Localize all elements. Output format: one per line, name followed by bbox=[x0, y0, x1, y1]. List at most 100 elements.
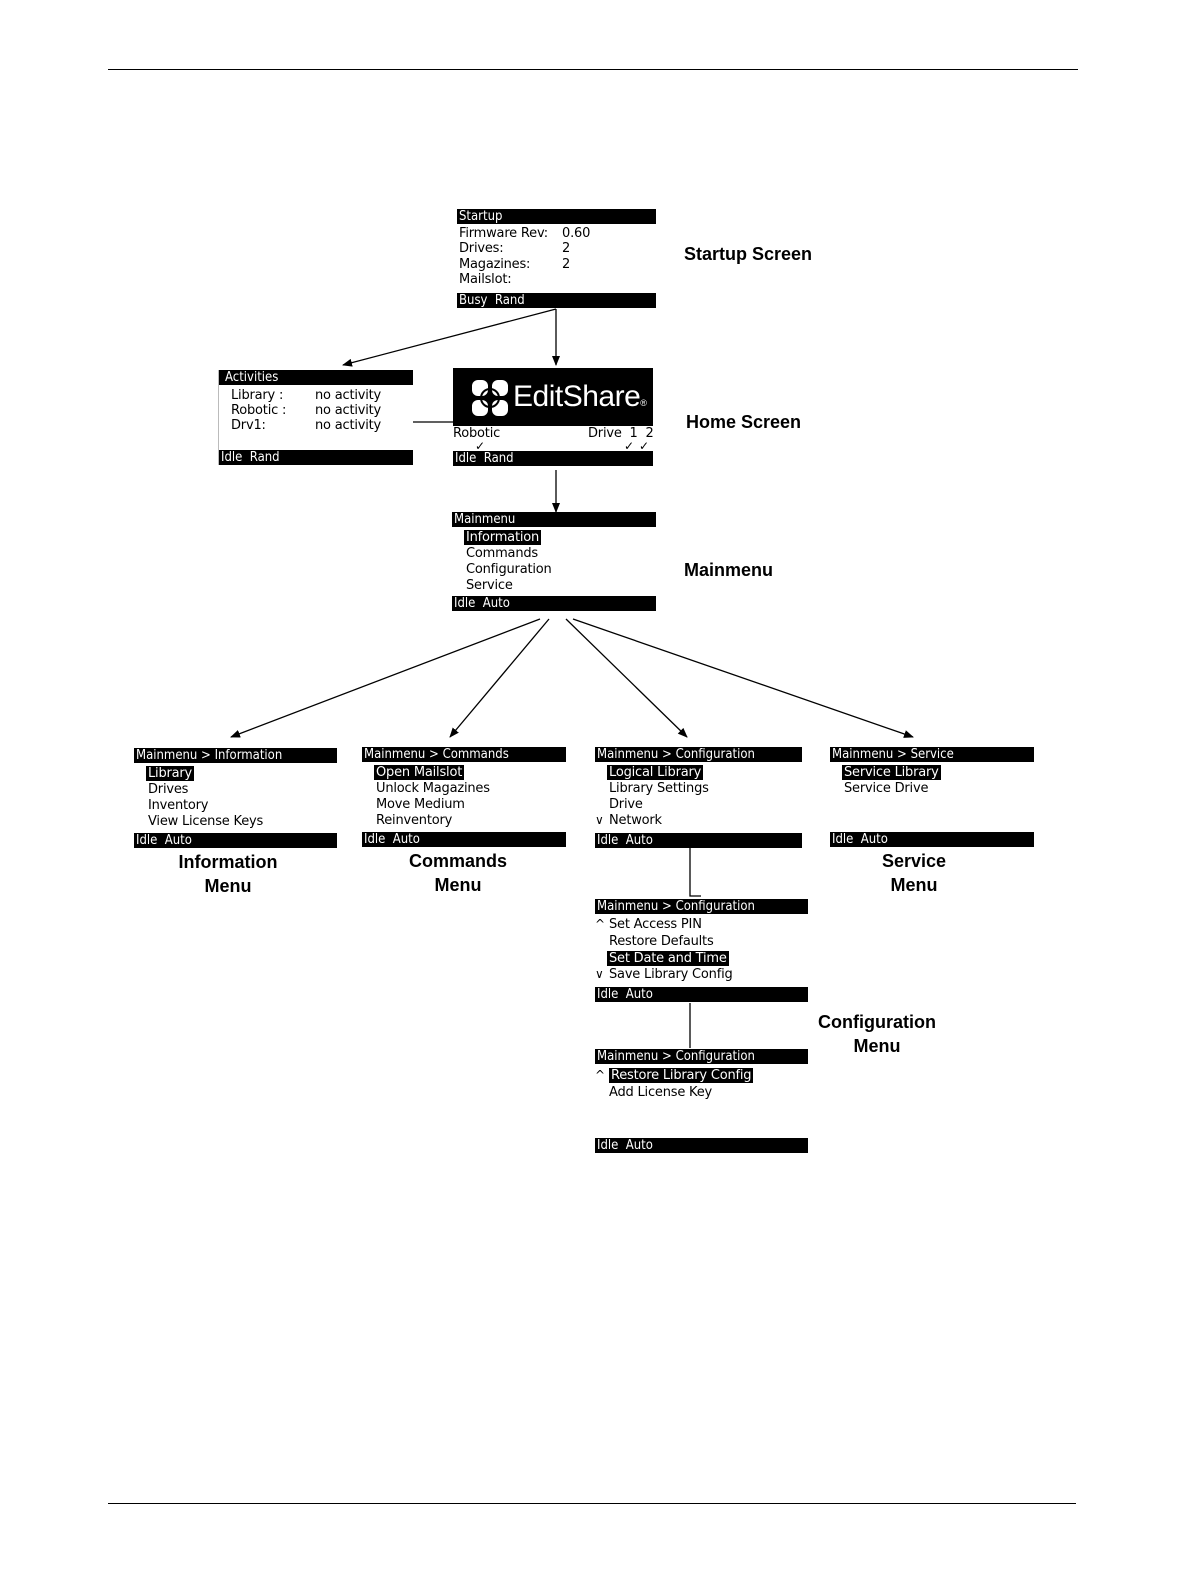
service-caption: Service Menu bbox=[881, 851, 947, 895]
scroll-down-icon: ∨ bbox=[595, 813, 604, 827]
arrow-mainmenu-to-configuration bbox=[565, 618, 688, 738]
firmware-value: 0.60 bbox=[562, 226, 591, 241]
arrow-mainmenu-to-information bbox=[230, 618, 541, 738]
startup-caption: Startup Screen bbox=[684, 244, 813, 264]
information-item-inventory[interactable]: Inventory bbox=[148, 798, 209, 813]
editshare-logo-mark-icon bbox=[472, 380, 508, 416]
activities-screen: Activities Library : no activity Robotic … bbox=[218, 370, 413, 465]
activities-status-bar: Idle Rand bbox=[219, 450, 413, 465]
drive2-check-icon: ✓ bbox=[639, 439, 649, 453]
activities-row-robotic: Robotic : no activity bbox=[231, 403, 381, 418]
configuration-header-3: Mainmenu > Configuration bbox=[595, 1049, 808, 1064]
line-config-screen1-to-screen2 bbox=[689, 848, 701, 897]
information-menu-screen: Mainmenu > Information Library Drives In… bbox=[134, 748, 337, 848]
configuration-item-add-license-key[interactable]: Add License Key bbox=[609, 1085, 713, 1100]
home-robotic-label: Robotic bbox=[453, 426, 501, 441]
commands-item-reinventory[interactable]: Reinventory bbox=[376, 813, 453, 828]
bottom-page-rule bbox=[108, 1503, 1076, 1504]
home-drive-label: Drive 1 2 bbox=[588, 426, 654, 441]
arrow-startup-to-activities bbox=[342, 308, 557, 367]
scroll-up-icon: ^ bbox=[595, 917, 605, 931]
configuration-header-2: Mainmenu > Configuration bbox=[595, 899, 808, 914]
configuration-item-save-library-config[interactable]: ∨Save Library Config bbox=[595, 967, 733, 982]
configuration-item-drive[interactable]: Drive bbox=[609, 797, 643, 812]
home-status-bar: Idle Rand bbox=[453, 451, 653, 466]
mainmenu-status-bar: Idle Auto bbox=[452, 596, 656, 611]
configuration-item-restore-defaults[interactable]: Restore Defaults bbox=[609, 934, 714, 949]
configuration-status-bar-2: Idle Auto bbox=[595, 987, 808, 1002]
robotic-check-icon: ✓ bbox=[475, 439, 485, 453]
mainmenu-caption: Mainmenu bbox=[684, 560, 774, 580]
activities-row-library: Library : no activity bbox=[231, 388, 381, 403]
activities-header: Activities bbox=[219, 370, 413, 385]
service-menu-screen: Mainmenu > Service Service Library Servi… bbox=[830, 747, 1034, 847]
drives-label: Drives: bbox=[459, 241, 504, 256]
mainmenu-item-commands[interactable]: Commands bbox=[466, 546, 538, 561]
arrow-mainmenu-to-service bbox=[572, 618, 914, 738]
activity-robotic-label: Robotic : bbox=[231, 403, 287, 418]
mainmenu-screen: Mainmenu Information Commands Configurat… bbox=[452, 512, 656, 611]
firmware-label: Firmware Rev: bbox=[459, 226, 548, 241]
commands-caption: Commands Menu bbox=[408, 851, 507, 895]
service-item-service-drive[interactable]: Service Drive bbox=[844, 781, 929, 796]
home-caption: Home Screen bbox=[686, 412, 802, 432]
startup-row-drives: Drives: 2 bbox=[459, 241, 570, 256]
commands-item-move-medium[interactable]: Move Medium bbox=[376, 797, 465, 812]
configuration-status-bar-1: Idle Auto bbox=[595, 833, 802, 848]
commands-item-open-mailslot[interactable]: Open Mailslot bbox=[374, 765, 465, 780]
activity-robotic-value: no activity bbox=[315, 403, 382, 418]
activity-library-value: no activity bbox=[315, 388, 382, 403]
mainmenu-item-configuration[interactable]: Configuration bbox=[466, 562, 552, 577]
information-item-drives[interactable]: Drives bbox=[148, 782, 189, 797]
service-header: Mainmenu > Service bbox=[830, 747, 1034, 762]
magazines-label: Magazines: bbox=[459, 257, 531, 272]
scroll-down-icon: ∨ bbox=[595, 967, 604, 981]
configuration-item-set-date-and-time[interactable]: Set Date and Time bbox=[607, 951, 729, 966]
activity-drv1-value: no activity bbox=[315, 418, 382, 433]
mainmenu-item-information[interactable]: Information bbox=[464, 530, 542, 545]
startup-screen: Startup Firmware Rev: 0.60 Drives: 2 Magaz… bbox=[457, 209, 656, 308]
home-screen: EditShare® Robotic Drive 1 2 ✓ ✓ ✓ Idle … bbox=[453, 368, 654, 466]
configuration-item-logical-library[interactable]: Logical Library bbox=[607, 765, 704, 780]
mailslot-label: Mailslot: bbox=[459, 272, 512, 287]
drives-value: 2 bbox=[562, 241, 571, 256]
commands-status-bar: Idle Auto bbox=[362, 832, 566, 847]
configuration-status-bar-3: Idle Auto bbox=[595, 1138, 808, 1153]
information-item-library[interactable]: Library bbox=[146, 766, 195, 781]
information-caption: Information Menu bbox=[178, 852, 278, 896]
configuration-item-library-settings[interactable]: Library Settings bbox=[609, 781, 709, 796]
configuration-header-1: Mainmenu > Configuration bbox=[595, 747, 802, 762]
configuration-item-network[interactable]: ∨Network bbox=[595, 813, 662, 828]
startup-status-bar: Busy Rand bbox=[457, 293, 656, 308]
commands-item-unlock-magazines[interactable]: Unlock Magazines bbox=[376, 781, 490, 796]
scroll-up-icon: ^ bbox=[595, 1068, 605, 1082]
arrow-mainmenu-to-commands bbox=[449, 618, 550, 738]
mainmenu-item-service[interactable]: Service bbox=[466, 578, 513, 593]
startup-row-magazines: Magazines: 2 bbox=[459, 257, 570, 272]
magazines-value: 2 bbox=[562, 257, 571, 272]
information-item-view-license-keys[interactable]: View License Keys bbox=[148, 814, 264, 829]
commands-header: Mainmenu > Commands bbox=[362, 747, 566, 762]
configuration-menu-screen-3: Mainmenu > Configuration ^Restore Librar… bbox=[595, 1049, 808, 1153]
activities-row-drv1: Drv1: no activity bbox=[231, 418, 381, 433]
startup-row-firmware: Firmware Rev: 0.60 bbox=[459, 226, 590, 241]
configuration-caption: Configuration Menu bbox=[818, 1012, 936, 1056]
service-item-service-library[interactable]: Service Library bbox=[842, 765, 941, 780]
configuration-menu-screen-1: Mainmenu > Configuration Logical Library… bbox=[595, 747, 802, 848]
mainmenu-header: Mainmenu bbox=[452, 512, 656, 527]
activity-library-label: Library : bbox=[231, 388, 284, 403]
service-status-bar: Idle Auto bbox=[830, 832, 1034, 847]
information-header: Mainmenu > Information bbox=[134, 748, 337, 763]
startup-header: Startup bbox=[457, 209, 656, 224]
activity-drv1-label: Drv1: bbox=[231, 418, 266, 433]
commands-menu-screen: Mainmenu > Commands Open Mailslot Unlock… bbox=[362, 747, 566, 847]
editshare-logo: EditShare® bbox=[453, 368, 653, 426]
configuration-item-set-access-pin[interactable]: ^Set Access PIN bbox=[595, 917, 702, 932]
drive1-check-icon: ✓ bbox=[624, 439, 634, 453]
configuration-menu-screen-2: Mainmenu > Configuration ^Set Access PIN… bbox=[595, 899, 808, 1002]
configuration-item-restore-library-config[interactable]: ^Restore Library Config bbox=[595, 1068, 754, 1083]
information-status-bar: Idle Auto bbox=[134, 833, 337, 848]
startup-row-mailslot: Mailslot: bbox=[459, 272, 512, 287]
top-page-rule bbox=[108, 69, 1078, 70]
